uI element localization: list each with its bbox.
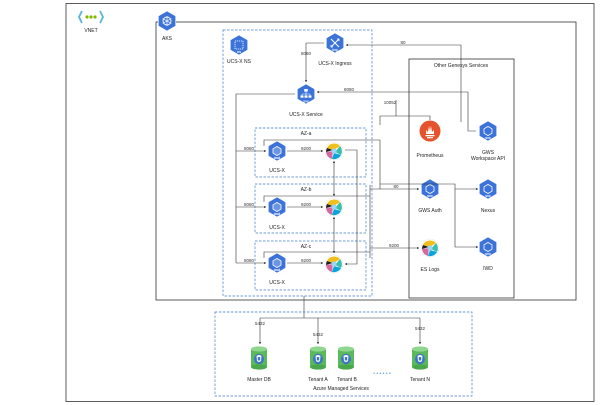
port-80-auth: 80 [393,184,399,189]
svg-text:pod: pod [274,156,280,160]
svg-text:ns: ns [237,50,241,54]
ucsx-pod-c-icon: pod [267,252,287,274]
aks-icon [158,10,176,32]
svg-text:pod: pod [274,212,280,216]
port-9200-a: 9200 [301,146,312,151]
diagram-frame [65,3,595,402]
iwd-label: IWD [483,266,493,272]
port-9200-b: 9200 [301,202,312,207]
connector-es-ac [344,149,358,266]
ucsx-ns-label: UCS-X NS [227,59,252,65]
ucsx-pod-c-label: UCS-X [269,280,285,286]
svg-text:pod: pod [274,268,280,272]
ucsx-ns-icon: ns [230,34,248,56]
elasticsearch-a-icon [324,141,344,161]
az-b-label: AZ-b [301,187,312,193]
ucsx-pod-a-icon: pod [267,140,287,162]
gws-workspace-api-label-2: Workspace API [471,156,505,162]
prometheus-icon [419,120,441,142]
connector-8080-service [316,90,476,132]
ucsx-ingress-icon: ing [325,32,345,54]
gws-workspace-api-icon: svc [478,120,498,142]
master-db-icon [251,346,267,370]
es-logs-icon [420,238,440,258]
tenant-a-label: Tenant A [308,377,328,383]
prometheus-label: Prometheus [417,153,444,159]
gws-workspace-api-label-1: GWS [482,150,495,156]
port-8080-c: 8080 [244,258,255,263]
gws-auth-label: GWS Auth [418,208,442,214]
ucsx-pod-a-label: UCS-X [269,168,285,174]
ucsx-pod-b-icon: pod [267,196,287,218]
ucsx-service-icon: svc [296,83,316,105]
aks-boundary [155,21,577,301]
connector-auth-nexus [380,183,479,249]
connector-db-bus [260,316,420,319]
tenant-n-db-icon [412,346,428,370]
port-80-top: 80 [400,40,406,45]
port-8080-a: 8080 [244,146,255,151]
elasticsearch-c-icon [324,254,344,274]
tenant-n-label: Tenant N [410,377,430,383]
nexus-label: Nexus [481,208,496,214]
svg-text:svc: svc [485,252,491,256]
connector-80-top [345,43,462,122]
port-5432-master: 5432 [255,321,266,326]
aks-label: AKS [162,36,173,42]
svg-text:svc: svc [485,194,491,198]
port-5432-tenant-a: 5432 [313,332,324,337]
port-9200-c: 9200 [301,258,312,263]
az-a-label: AZ-a [301,131,312,137]
tenant-b-label: Tenant B [337,377,357,383]
port-9200-es-logs: 9200 [389,243,400,248]
master-db-label: Master DB [247,377,271,383]
tenant-ellipsis: • • • • • • [373,371,391,377]
ucsx-ingress-label: UCS-X Ingress [318,61,352,67]
connector-pod-up-a [263,139,381,189]
nexus-icon: svc [478,178,498,200]
iwd-icon: svc [478,236,498,258]
azure-managed-label: Azure Managed Services [313,386,369,392]
port-5432-tenant-n: 5432 [415,326,426,331]
vnet-label: VNET [84,28,97,34]
connector-pod-up-c [263,251,370,258]
connector-prometheus [379,115,431,125]
ucsx-pod-b-label: UCS-X [269,225,285,231]
connector-pod-up-b [263,195,370,202]
ucsx-service-label: UCS-X Service [289,112,323,118]
vnet-icon [77,10,105,24]
other-services-boundary [408,58,515,299]
port-8080-b: 8080 [244,202,255,207]
tenant-b-db-icon [338,346,354,370]
port-10052: 10052 [384,100,397,105]
port-8080-service: 8080 [344,87,355,92]
connector-service-fanout [235,93,295,263]
svg-text:ing: ing [332,48,337,52]
tenant-a-db-icon [310,346,326,370]
port-8080-ingress: 8080 [301,51,312,56]
svg-text:svc: svc [427,194,433,198]
az-c-label: AZ-c [301,244,312,250]
azure-managed-boundary [214,311,473,397]
svg-text:svc: svc [303,100,309,104]
svg-text:svc: svc [485,136,491,140]
ucsx-ns-boundary [222,29,373,297]
gws-auth-icon: svc [420,178,440,200]
es-logs-label: ES Logs [421,267,440,273]
elasticsearch-b-icon [324,197,344,217]
